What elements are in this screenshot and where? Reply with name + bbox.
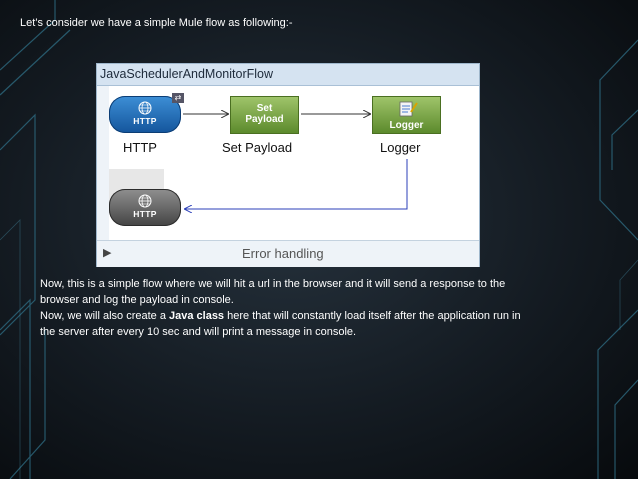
flow-lane-marker bbox=[97, 86, 109, 240]
logger-processor[interactable]: Logger bbox=[372, 96, 441, 134]
http-label: HTTP bbox=[123, 140, 157, 155]
description-line-3: Now, we will also create a Java class he… bbox=[40, 308, 630, 324]
description-line-1: Now, this is a simple flow where we will… bbox=[40, 278, 506, 290]
globe-icon bbox=[138, 101, 152, 115]
expand-triangle-icon[interactable]: ▶ bbox=[103, 247, 112, 259]
error-handling-label: Error handling bbox=[242, 246, 324, 261]
logger-badge-text: Logger bbox=[389, 120, 424, 131]
set-payload-processor[interactable]: Set Payload bbox=[230, 96, 299, 134]
description-line-2: browser and log the payload in console. bbox=[40, 294, 234, 306]
set-payload-badge-line2: Payload bbox=[245, 114, 284, 125]
error-handling-section[interactable]: ▶ Error handling bbox=[97, 240, 479, 267]
description-line-4: the server after every 10 sec and will p… bbox=[40, 326, 357, 338]
description-line-3-prefix: Now, we will also create a bbox=[40, 310, 169, 322]
exchange-icon: ⇄ bbox=[172, 93, 184, 103]
http-response-endpoint[interactable]: HTTP bbox=[109, 189, 181, 226]
set-payload-badge-line1: Set bbox=[256, 103, 273, 114]
mule-flow-diagram[interactable]: JavaSchedulerAndMonitorFlow bbox=[96, 63, 480, 267]
logger-label: Logger bbox=[380, 140, 421, 155]
flow-title-bar[interactable]: JavaSchedulerAndMonitorFlow bbox=[97, 64, 479, 86]
globe-icon bbox=[138, 194, 152, 208]
intro-text: Let’s consider we have a simple Mule flo… bbox=[20, 17, 293, 29]
arrow-response-return bbox=[185, 159, 408, 209]
http-badge-text: HTTP bbox=[133, 116, 157, 126]
java-class-emphasis: Java class bbox=[169, 310, 225, 322]
set-payload-label: Set Payload bbox=[222, 140, 293, 155]
logger-icon bbox=[399, 101, 418, 117]
set-payload-badge: Set Payload bbox=[231, 103, 298, 125]
flow-name: JavaSchedulerAndMonitorFlow bbox=[100, 67, 274, 81]
flow-arrows bbox=[183, 64, 408, 268]
description-line-3-suffix: here that will constantly load itself af… bbox=[224, 310, 521, 322]
http-inbound-endpoint[interactable]: HTTP bbox=[109, 96, 181, 133]
response-badge-text: HTTP bbox=[133, 209, 157, 219]
